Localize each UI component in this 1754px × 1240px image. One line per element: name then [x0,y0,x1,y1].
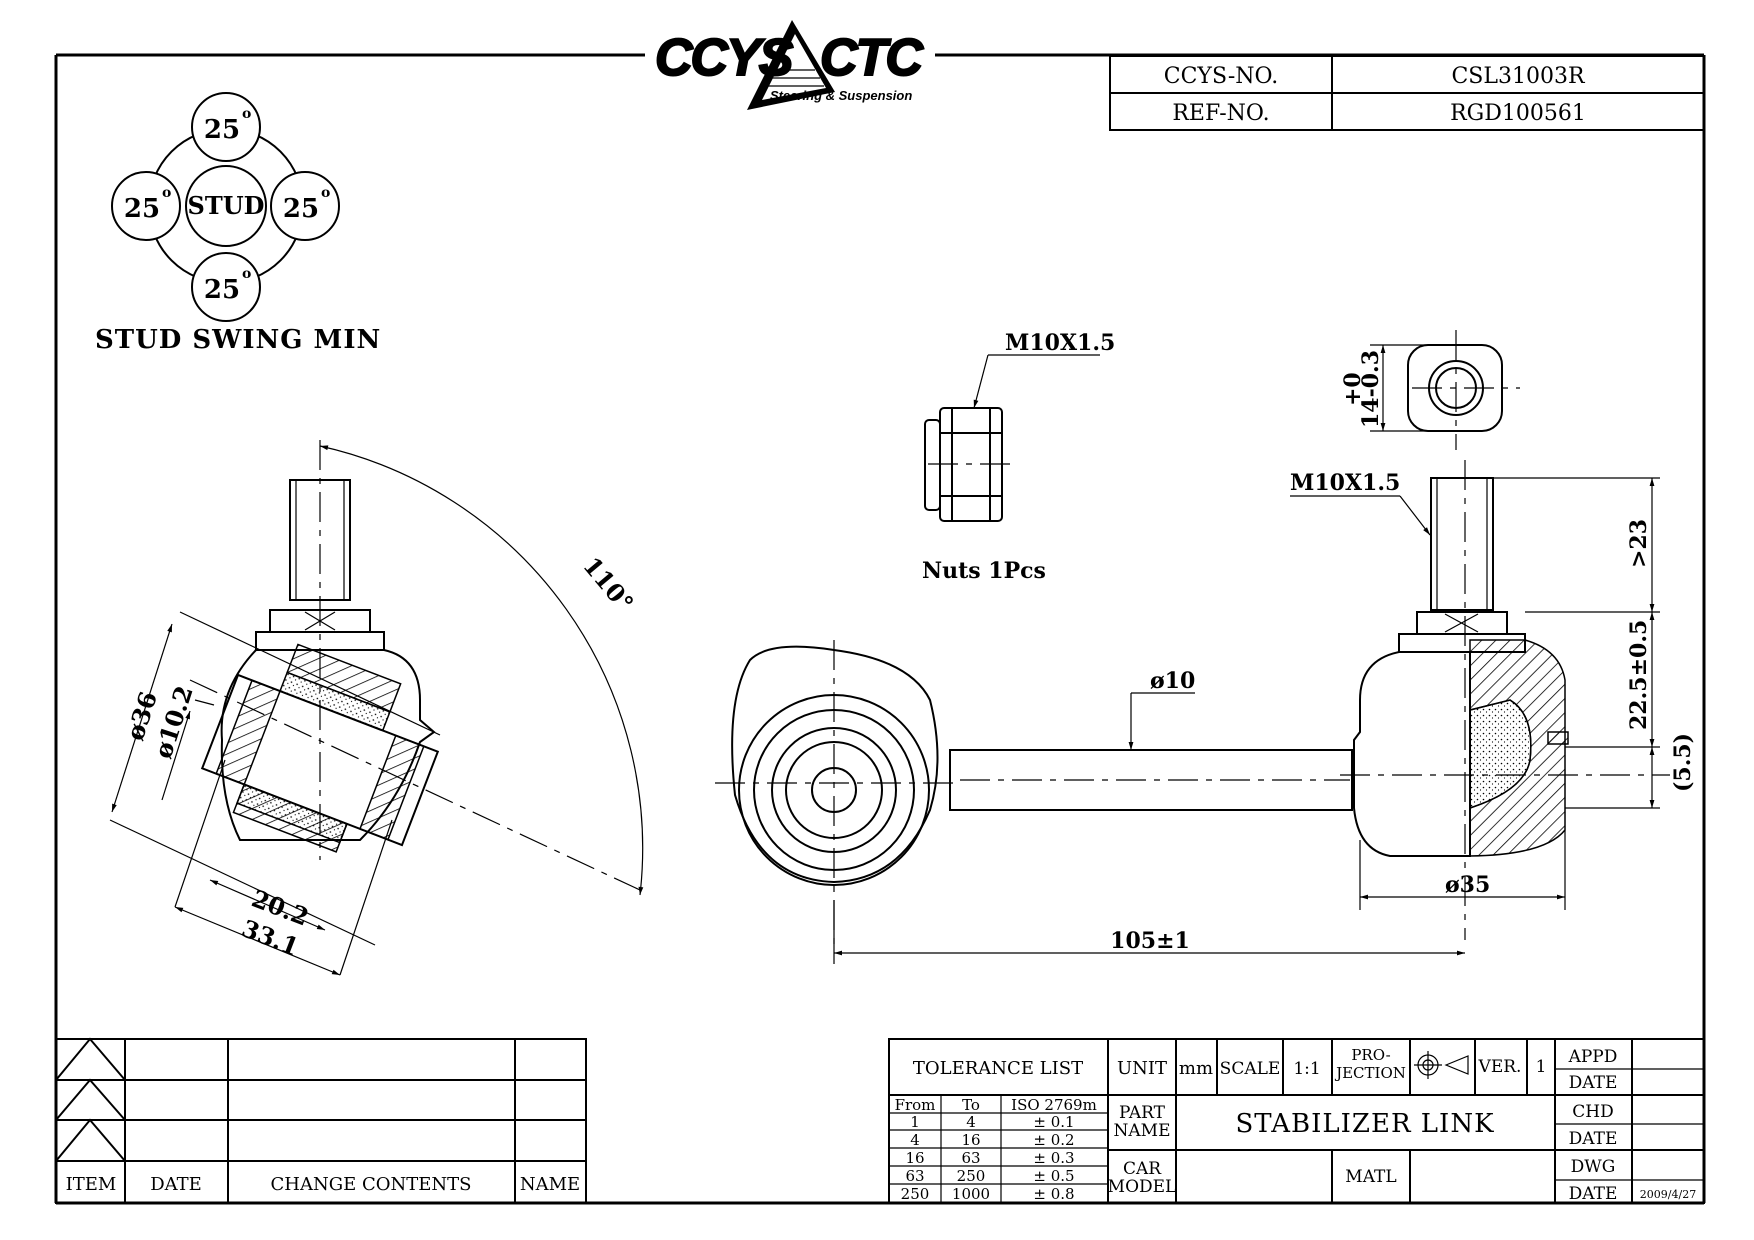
scale-label: SCALE [1220,1059,1281,1079]
dim-dia10: ø10 [1150,668,1195,694]
tol-row-4-from: 63 [905,1167,924,1185]
header-number-block: CCYS-NO. CSL31003R REF-NO. RGD100561 [1109,55,1705,131]
chd-label: CHD [1572,1102,1613,1122]
projection-label-2: JECTION [1334,1064,1406,1082]
ccys-no-label: CCYS-NO. [1164,64,1279,89]
dim-offset5-5: (5.5) [1670,733,1696,792]
tolerance-title: TOLERANCE LIST [913,1058,1083,1079]
logo-left-text: CCYS [655,29,794,87]
rev-header-name: NAME [520,1174,580,1195]
tol-row-1-tol: ± 0.1 [1033,1113,1074,1131]
swing-bottom-value: 25 [204,275,240,305]
projection-symbol-icon [1414,1051,1469,1079]
dwg-label: DWG [1571,1157,1616,1177]
tol-row-2-from: 4 [910,1131,920,1149]
appd-date-label: DATE [1569,1073,1618,1093]
tol-row-5-from: 250 [901,1185,930,1203]
hex-tol-top: +0 [1340,372,1366,406]
unit-label: UNIT [1117,1058,1167,1079]
dwg-date-value: 2009/4/27 [1640,1188,1696,1201]
ref-no-value: RGD100561 [1450,101,1586,126]
projection-label-1: PRO- [1351,1046,1390,1064]
chd-date-label: DATE [1569,1129,1618,1149]
part-name-label-2: NAME [1114,1121,1171,1141]
swing-center-label: STUD [188,191,265,220]
dim-gt23: >23 [1626,519,1652,568]
tol-header-iso: ISO 2769m [1011,1096,1097,1114]
swing-top-value: 25 [204,115,240,145]
nut-thread-label: M10X1.5 [1005,330,1115,356]
hex-end-view: +0 14-0.3 [1340,330,1520,450]
dim-len22-5: 22.5±0.5 [1626,620,1652,730]
tol-row-3-from: 16 [905,1149,924,1167]
logo-tagline: Steering & Suspension [770,88,912,103]
nuts-caption: Nuts 1Pcs [922,558,1046,584]
dim-dia10-2: ø10.2 [148,682,199,762]
dim-angle-110: 110° [577,551,639,617]
swing-left-value: 25 [124,194,160,224]
swing-caption: STUD SWING MIN [95,325,381,355]
nut-view: M10X1.5 Nuts 1Pcs [922,330,1115,584]
unit-value: mm [1179,1058,1213,1079]
dim-len105: 105±1 [1110,928,1190,954]
rev-header-date: DATE [150,1174,202,1195]
part-name-label-1: PART [1119,1103,1166,1123]
revision-table: ITEM DATE CHANGE CONTENTS NAME [55,1037,587,1204]
swing-bottom-deg: o [242,266,251,282]
stabilizer-link-view: ø10 M10X1.5 >23 22.5±0.5 (5.5) ø3 [715,460,1696,964]
stud-swing-diagram: 25 o 25 o 25 o 25 o STUD STUD SWING MIN [95,92,381,355]
tol-row-4-tol: ± 0.5 [1033,1167,1074,1185]
dim-dia35: ø35 [1445,872,1490,898]
swing-right-value: 25 [283,194,319,224]
swing-right-deg: o [321,185,330,201]
tol-row-4-to: 250 [957,1167,986,1185]
car-model-label-2: MODEL [1108,1177,1177,1197]
matl-label: MATL [1345,1167,1396,1187]
stud-thread-label: M10X1.5 [1290,470,1400,496]
swing-top-deg: o [242,106,251,122]
logo-right-text: CTC [820,29,924,87]
swing-left-deg: o [162,185,171,201]
ccys-no-value: CSL31003R [1451,64,1585,89]
hex-tol-bottom: 14-0.3 [1358,350,1384,428]
ver-value: 1 [1536,1057,1547,1077]
tol-row-3-to: 63 [961,1149,980,1167]
tol-row-2-tol: ± 0.2 [1033,1131,1074,1149]
ver-label: VER. [1478,1057,1522,1077]
tilted-joint-view: ø36 ø10.2 20.2 33.1 110° [109,440,644,976]
rev-header-item: ITEM [66,1174,117,1195]
rev-header-change: CHANGE CONTENTS [271,1174,472,1195]
car-model-label-1: CAR [1123,1159,1162,1179]
part-name-value: STABILIZER LINK [1235,1109,1494,1139]
tol-row-5-to: 1000 [952,1185,990,1203]
tol-row-1-to: 4 [966,1113,976,1131]
tol-row-1-from: 1 [910,1113,920,1131]
tol-row-2-to: 16 [961,1131,980,1149]
tol-row-5-tol: ± 0.8 [1033,1185,1074,1203]
tol-header-to: To [962,1096,980,1114]
dwg-date-label: DATE [1569,1184,1618,1204]
title-block: TOLERANCE LIST From To ISO 2769m 1 4 ± 0… [888,1038,1705,1204]
ref-no-label: REF-NO. [1172,101,1269,126]
appd-label: APPD [1568,1047,1618,1067]
scale-value: 1:1 [1293,1059,1320,1079]
tol-header-from: From [895,1096,936,1114]
tol-row-3-tol: ± 0.3 [1033,1149,1074,1167]
ccys-ctc-logo: CCYS CTC Steering & Suspension [654,20,927,110]
